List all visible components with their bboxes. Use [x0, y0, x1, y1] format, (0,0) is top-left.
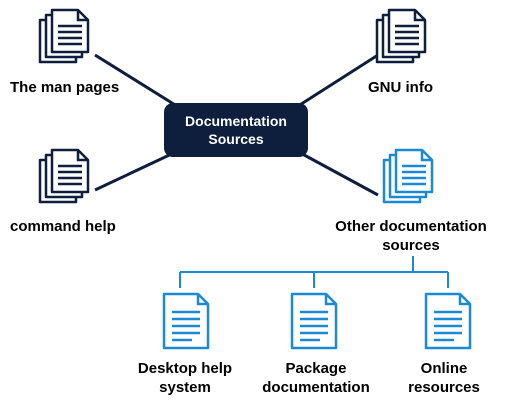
center-node-line2: Sources [208, 131, 264, 147]
connector-command-help [94, 148, 181, 192]
document-stack-icon [38, 8, 90, 64]
child-label-online-line2: resources [408, 379, 480, 396]
child-label-package: Package documentation [250, 359, 382, 397]
child-label-online: Online resources [388, 359, 500, 397]
child-label-online-line1: Online [420, 360, 468, 377]
document-stack-icon [382, 148, 434, 204]
center-node-line1: Documentation [185, 113, 287, 129]
document-icon [424, 292, 472, 350]
document-stack-icon [375, 8, 427, 64]
node-label-gnu-info: GNU info [368, 79, 433, 96]
connector-man-pages [94, 53, 181, 110]
connector-other-docs [294, 148, 379, 197]
node-label-other-docs-line1: Other documentation [335, 218, 487, 235]
node-label-man-pages: The man pages [10, 79, 120, 96]
child-label-package-line1: Package [285, 360, 347, 377]
node-label-other-docs: Other documentation sources [322, 217, 500, 255]
child-label-desktop-line2: system [159, 379, 211, 396]
center-node: Documentation Sources [164, 103, 308, 157]
children-bracket [179, 256, 449, 288]
child-label-desktop-line1: Desktop help [137, 360, 233, 377]
child-label-desktop: Desktop help system [126, 359, 244, 397]
node-label-command-help: command help [10, 218, 116, 235]
document-icon [290, 292, 338, 350]
child-label-package-line2: documentation [262, 379, 370, 396]
document-icon [162, 292, 210, 350]
node-label-other-docs-line2: sources [382, 237, 440, 254]
connector-gnu-info [294, 53, 379, 110]
document-stack-icon [38, 148, 90, 204]
